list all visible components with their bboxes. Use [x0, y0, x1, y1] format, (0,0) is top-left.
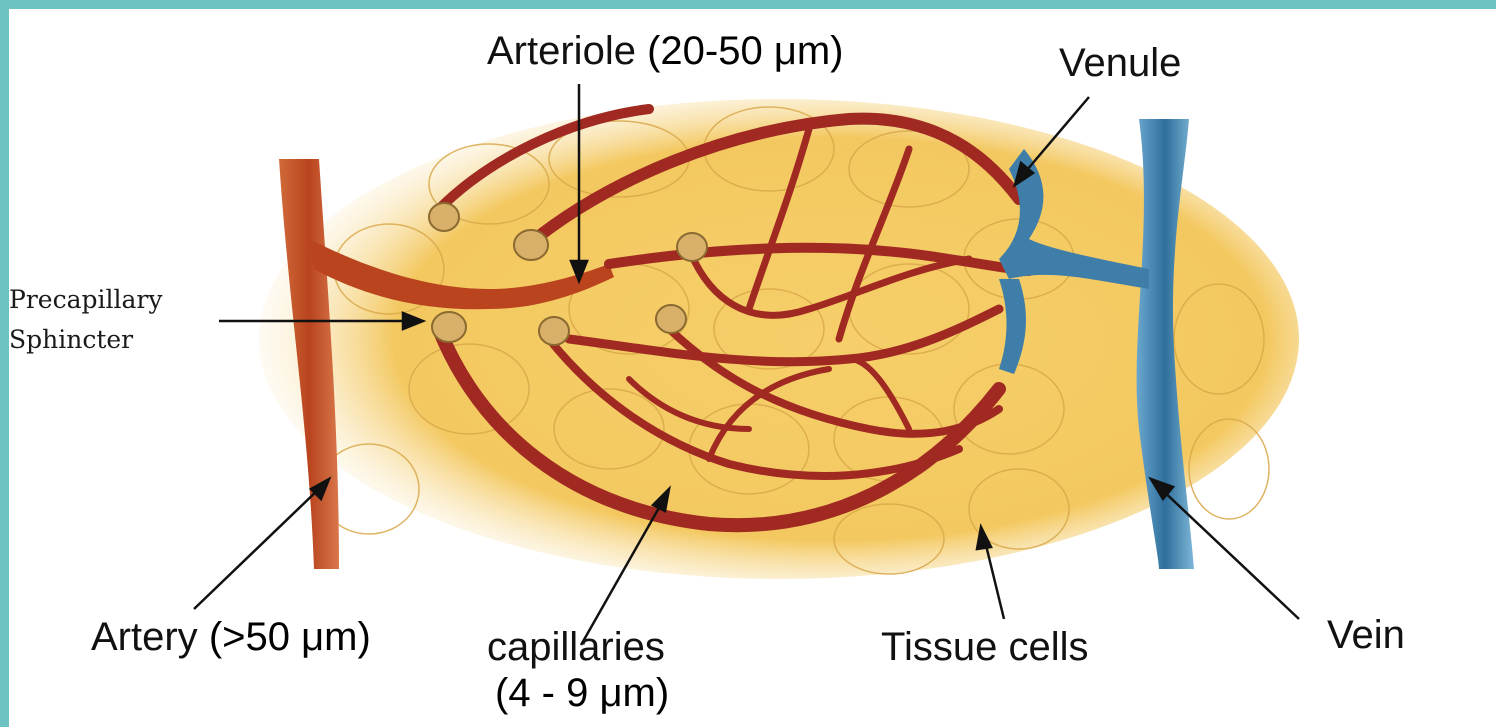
arteriole-label: Arteriole (20-50 μm) [487, 31, 844, 71]
arteriole-name: Arteriole [487, 29, 636, 73]
artery-size: (>50 μm) [209, 615, 371, 659]
precapillary-label-line2: Sphincter [9, 327, 133, 352]
tissue-cells-label: Tissue cells [881, 627, 1088, 667]
artery-label: Artery (>50 μm) [91, 617, 371, 657]
figure-frame: Arteriole (20-50 μm) Venule Precapillary… [9, 9, 1496, 727]
artery-name: Artery [91, 615, 198, 659]
capillaries-size: (4 - 9 μm) [495, 673, 669, 713]
venule-label: Venule [1059, 43, 1181, 83]
arteriole-size: (20-50 μm) [647, 29, 843, 73]
vein-label: Vein [1327, 615, 1405, 655]
precapillary-label-line1: Precapillary [9, 287, 162, 312]
capillaries-label: capillaries [487, 627, 665, 667]
